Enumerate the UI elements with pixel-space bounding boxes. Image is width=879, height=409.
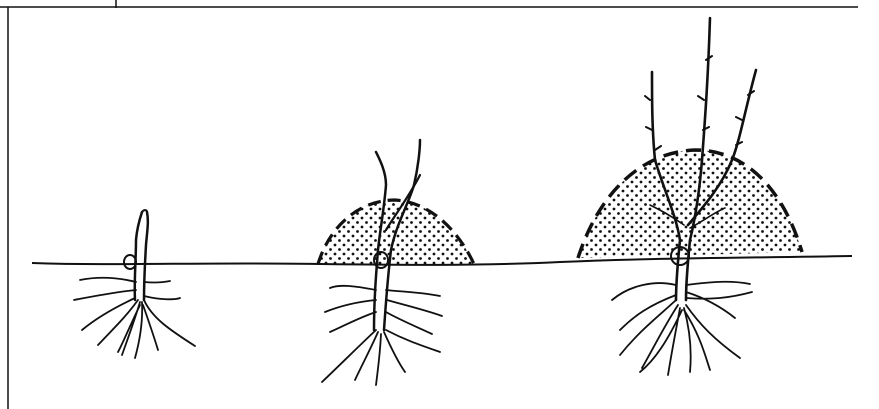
plant-stage-1	[74, 210, 195, 358]
